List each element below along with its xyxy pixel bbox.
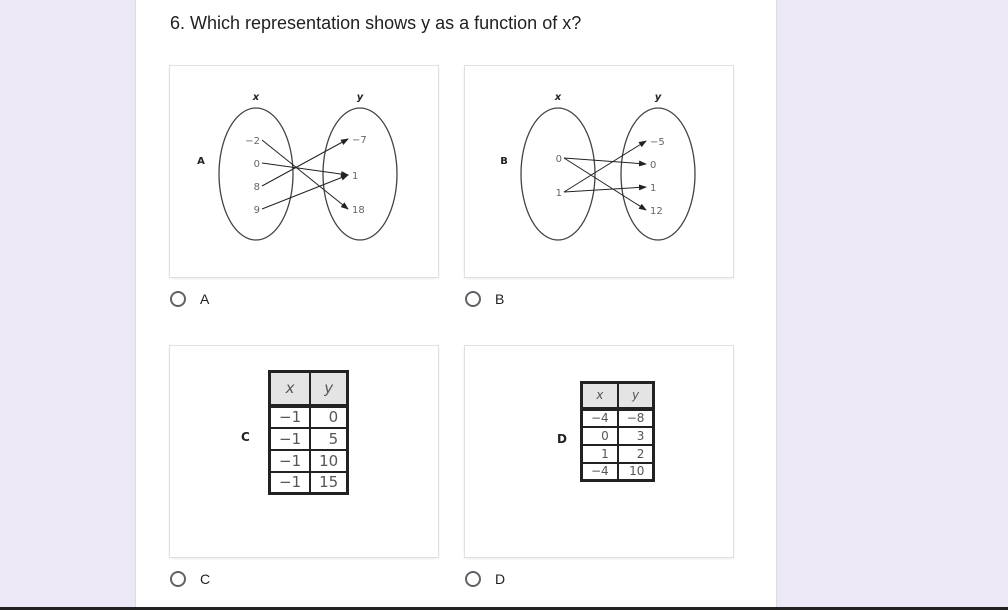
bottom-border (0, 607, 1008, 610)
table-cell: 1 (580, 443, 619, 464)
table-cell: −8 (616, 407, 655, 428)
x-value: 8 (254, 182, 260, 193)
mapping-arrow (563, 140, 647, 193)
question-title: 6. Which representation shows y as a fun… (170, 13, 582, 33)
mapping-diagram-b: x yB 0 1 −5 0 1 12 (500, 92, 696, 241)
mapping-arrow (261, 174, 349, 210)
radio-option-c[interactable]: C (170, 571, 210, 587)
y-value: 18 (352, 205, 365, 216)
y-ellipse (322, 107, 398, 241)
x-value: −2 (245, 136, 260, 147)
table-cell: 5 (309, 426, 349, 451)
table-cell: −1 (268, 404, 312, 429)
y-value: 1 (352, 171, 358, 182)
table-cell: 10 (309, 448, 349, 473)
x-header: x (252, 92, 260, 103)
y-value: −5 (650, 137, 665, 148)
x-value: 9 (254, 205, 260, 216)
y-header: y (655, 92, 662, 103)
diagram-letter: B (500, 156, 508, 167)
column-header: x (580, 381, 619, 411)
x-header: x (554, 92, 562, 103)
table-cell: −4 (580, 461, 619, 482)
option-label: B (495, 291, 505, 307)
y-ellipse (620, 107, 696, 241)
mapping-arrow (261, 139, 349, 210)
column-header: y (616, 381, 655, 411)
radio-circle[interactable] (465, 291, 481, 307)
radio-option-b[interactable]: B (465, 291, 504, 307)
x-ellipse (218, 107, 294, 241)
column-header: x (268, 370, 312, 408)
table-cell: 0 (580, 425, 619, 446)
y-value: 1 (650, 183, 656, 194)
y-header: y (357, 92, 364, 103)
mapping-arrow (261, 138, 349, 187)
x-value: 0 (254, 159, 260, 170)
table-cell: 0 (309, 404, 349, 429)
option-label: A (200, 291, 210, 307)
mapping-diagram-a: x yA −2 0 8 9 −7 1 18 (197, 92, 398, 241)
y-value: 12 (650, 206, 663, 217)
table-cell: −1 (268, 426, 312, 451)
x-ellipse (520, 107, 596, 241)
x-value: 1 (556, 188, 562, 199)
table-cell: 10 (616, 461, 655, 482)
option-label: C (200, 571, 211, 587)
radio-option-d[interactable]: D (465, 571, 505, 587)
option-label: D (495, 571, 506, 587)
y-value: 0 (650, 160, 656, 171)
table-letter: D (557, 432, 567, 446)
table-letter: C (241, 430, 250, 444)
mapping-arrow (261, 162, 349, 178)
table-cell: −4 (580, 407, 619, 428)
table-row: −4−8 (580, 407, 655, 428)
table-cell: 2 (616, 443, 655, 464)
question-card: 6. Which representation shows y as a fun… (135, 0, 777, 610)
radio-circle[interactable] (170, 571, 186, 587)
radio-circle[interactable] (170, 291, 186, 307)
table-cell: 15 (309, 470, 349, 495)
mapping-arrow (563, 157, 647, 167)
mapping-arrow (563, 184, 647, 193)
y-value: −7 (352, 135, 367, 146)
table-cell: 3 (616, 425, 655, 446)
table-cell: −1 (268, 448, 312, 473)
table-cell: −1 (268, 470, 312, 495)
mapping-arrow (563, 157, 647, 211)
radio-circle[interactable] (465, 571, 481, 587)
radio-option-a[interactable]: A (170, 291, 209, 307)
x-value: 0 (556, 154, 562, 165)
column-header: y (309, 370, 349, 408)
diagram-letter: A (197, 156, 205, 167)
